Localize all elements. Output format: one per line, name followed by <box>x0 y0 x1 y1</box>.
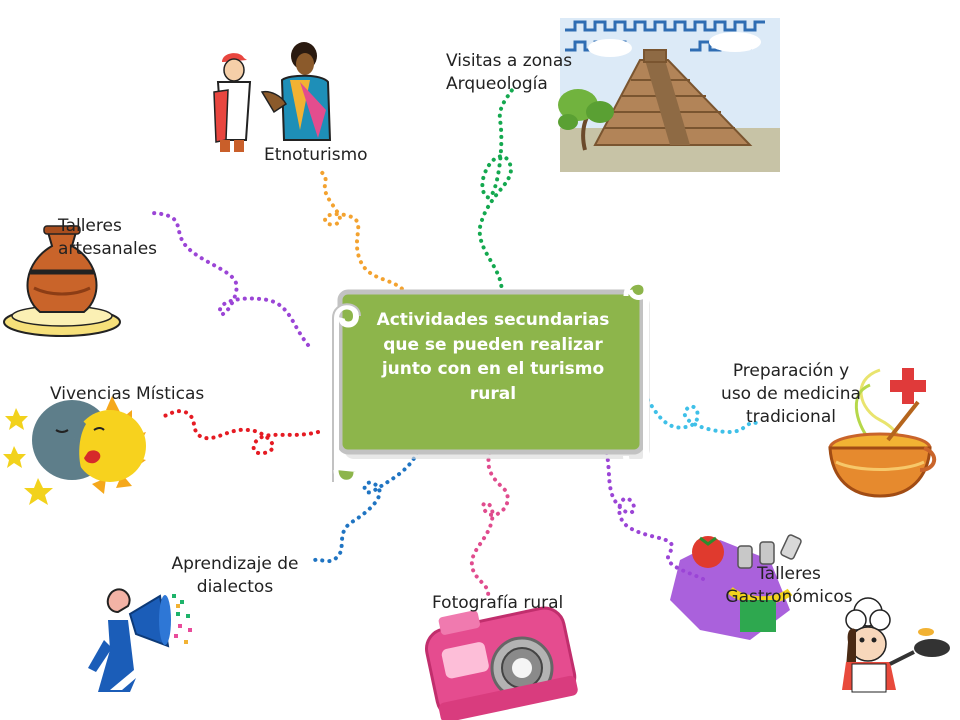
topic-label-vivencias: Vivencias Místicas <box>50 383 204 406</box>
connector-fotografia <box>469 444 510 597</box>
central-topic-line: rural <box>469 383 517 404</box>
scroll-right-curl-top <box>623 279 649 300</box>
pyramid-icon <box>558 18 780 172</box>
topic-label-line: Preparación y <box>732 361 850 381</box>
topic-label-line: Arqueología <box>446 73 548 94</box>
scroll-left-curl-bottom <box>333 469 359 485</box>
topic-label-aprendizaje: Aprendizaje de dialectos <box>150 553 320 599</box>
topic-label-line: tradicional <box>746 406 836 427</box>
central-topic-text: Actividades secundarias que se pueden re… <box>362 308 624 407</box>
topic-label-line: Aprendizaje de <box>171 554 299 574</box>
megaphone-speaker-icon <box>88 588 192 692</box>
topic-label-line: Fotografía rural <box>432 593 564 613</box>
connector-etnoturismo <box>316 169 412 302</box>
topic-label-line: Talleres <box>58 216 122 236</box>
scroll-left-curl <box>332 303 360 480</box>
clay-pot-icon <box>3 225 121 337</box>
topic-label-talleres-artesanales: Talleres artesanales <box>58 215 157 261</box>
central-topic-node <box>332 279 650 485</box>
sun-moon-icon <box>3 396 146 505</box>
topic-label-line: dialectos <box>196 576 274 597</box>
topic-label-line: Visitas a zonas <box>446 51 573 71</box>
topic-label-fotografia: Fotografía rural <box>432 592 563 615</box>
topic-label-line: artesanales <box>58 238 158 259</box>
topic-label-line: Gastronómicos <box>725 586 853 607</box>
topic-label-medicina: Preparación y uso de medicina tradiciona… <box>706 360 876 429</box>
chef-food-icon <box>670 534 950 693</box>
connector-vivencias <box>160 409 320 456</box>
topic-label-gastronomicos: Talleres Gastronómicos <box>714 563 864 609</box>
topic-label-line: Etnoturismo <box>264 145 368 165</box>
central-topic-line: Actividades secundarias <box>376 310 610 330</box>
central-topic-line: que se pueden realizar <box>383 334 603 355</box>
connector-aprendizaje <box>313 444 422 564</box>
connector-gastronomicos <box>603 444 707 582</box>
people-greeting-icon <box>213 42 332 152</box>
connector-medicina <box>646 398 758 435</box>
topic-label-etnoturismo: Etnoturismo <box>264 144 368 167</box>
topic-label-line: Vivencias Místicas <box>50 384 205 404</box>
camera-icon <box>425 606 578 720</box>
connector-visitas <box>477 83 517 302</box>
scroll-left-curl-border <box>332 303 361 482</box>
central-scroll-body <box>337 289 645 455</box>
topic-label-visitas: Visitas a zonas Arqueología <box>446 50 572 96</box>
central-topic-line: junto con en el turismo <box>381 359 605 380</box>
topic-label-line: Talleres <box>757 564 821 584</box>
scroll-right-curl <box>623 286 649 469</box>
connector-talleres-artesanales <box>150 211 310 347</box>
herbal-bowl-icon <box>828 368 936 498</box>
topic-label-line: uso de medicina <box>721 383 861 404</box>
